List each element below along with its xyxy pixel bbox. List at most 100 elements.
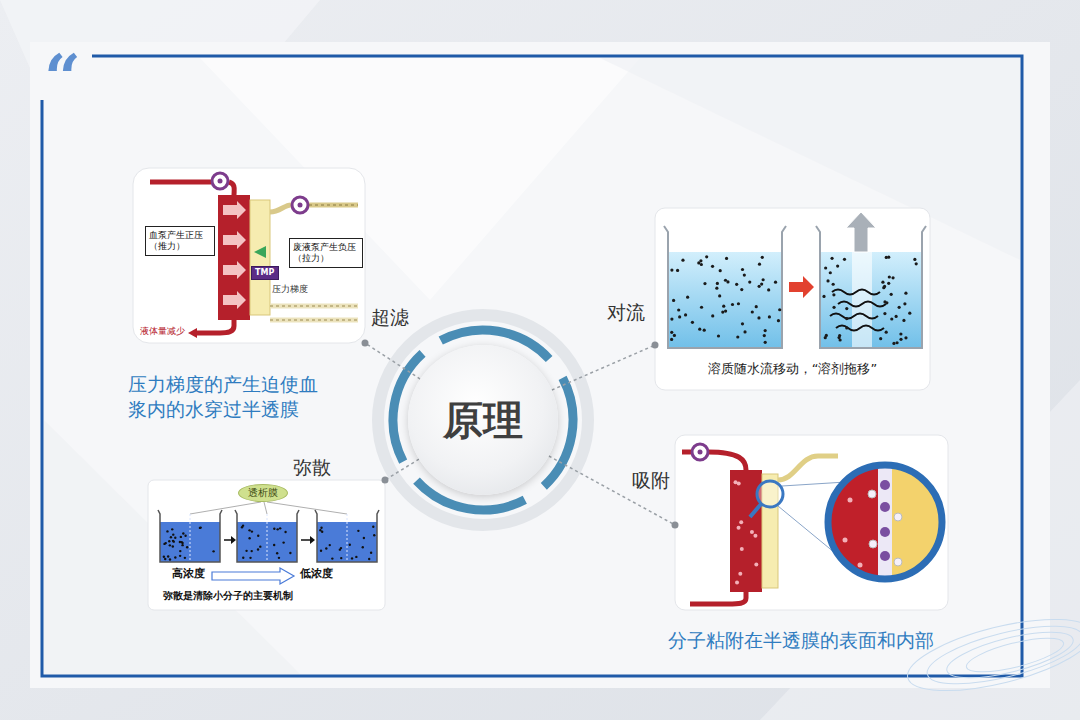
drag-wave <box>838 302 886 307</box>
solute-dot <box>883 285 886 288</box>
solute-dot <box>761 256 764 259</box>
solute-dot <box>913 258 916 261</box>
membrane <box>347 514 348 562</box>
solute-dot <box>888 275 891 278</box>
solute-dot <box>166 530 168 532</box>
adsorbed-molecule <box>880 480 890 490</box>
solute-dot <box>325 547 327 549</box>
pump-hub <box>298 203 303 208</box>
solute-dot <box>883 312 886 315</box>
beaker <box>664 226 786 348</box>
solute-dot <box>737 526 741 530</box>
solute-dot <box>321 531 323 533</box>
solute-dot <box>673 334 676 337</box>
solute-dot <box>248 529 250 531</box>
solute-dot <box>164 558 166 560</box>
effluent-pump <box>292 197 308 213</box>
solute-dot <box>368 558 370 560</box>
solute-dot <box>276 528 278 530</box>
molecule <box>868 490 876 498</box>
solute-dot <box>372 526 374 528</box>
solute-dot <box>242 557 244 559</box>
solute-dot <box>672 299 675 302</box>
membrane-section <box>878 462 892 584</box>
solute-dot <box>722 305 725 308</box>
solute-dot <box>718 294 721 297</box>
solute-dot <box>845 317 848 320</box>
solute-dot <box>764 341 767 344</box>
image-panel <box>148 480 385 610</box>
solute-dot <box>349 544 351 546</box>
solute-dot <box>174 556 176 558</box>
blood-tube <box>150 180 211 185</box>
solute-dot <box>331 557 333 559</box>
image-panel: 对流溶质随水流移动，“溶剂拖移” <box>655 208 930 390</box>
adsorbed-molecule <box>880 502 890 512</box>
solute-dot <box>705 255 708 258</box>
solute-dot <box>670 269 673 272</box>
adsorption-illustration <box>675 435 948 610</box>
solute-dot <box>172 533 174 535</box>
ring-arcs <box>361 298 604 541</box>
note: 弥散是清除小分子的主要机制 <box>163 590 293 602</box>
adsorbed-molecule <box>880 527 890 537</box>
part-label: 压力梯度 <box>272 284 308 295</box>
solute-dot <box>199 526 201 528</box>
solute-dot <box>908 312 911 315</box>
beaker <box>816 226 926 348</box>
blood-outlet <box>197 320 234 333</box>
branch-caption: 压力梯度的产生迫使血 浆内的水穿过半透膜 <box>128 372 328 421</box>
step-arrowhead <box>310 536 315 544</box>
leader-dot <box>362 340 369 347</box>
effluent-flow <box>309 205 358 206</box>
pointer-line <box>190 502 347 514</box>
beaker-water <box>820 252 922 347</box>
solute-dot <box>755 305 758 308</box>
node-label: 血泵产生正压 （推力） <box>149 230 211 252</box>
solute-dot <box>832 283 835 286</box>
solute-dot <box>740 547 744 551</box>
zoom-view <box>825 462 947 584</box>
solute-dot <box>741 268 744 271</box>
blood-tube <box>229 182 234 195</box>
beaker <box>315 510 379 562</box>
convection-illustration <box>655 208 930 390</box>
solute-dot <box>741 322 744 325</box>
leader-dot <box>382 477 389 484</box>
branch-caption: 分子粘附在半透膜的表面和内部 <box>668 628 958 653</box>
diffusion-illustration <box>148 480 385 610</box>
solute-dot <box>241 526 243 528</box>
solute-dot <box>700 263 703 266</box>
solute-dot <box>172 540 174 542</box>
beaker-water <box>668 252 782 347</box>
solute-dot <box>757 316 760 319</box>
solute-dot <box>174 536 176 538</box>
blood-cell <box>843 538 848 543</box>
solute-dot <box>753 534 757 538</box>
solute-dot <box>181 542 183 544</box>
outer-ring <box>378 315 588 525</box>
solute-dot <box>832 293 835 296</box>
swirl-line <box>901 605 1080 705</box>
solute-dot <box>843 258 846 261</box>
branch-heading: 吸附 <box>632 468 670 493</box>
solute-dot <box>899 338 902 341</box>
solute-dot <box>824 266 827 269</box>
part-label: 液体量减少 <box>140 326 185 337</box>
solute-dot <box>777 319 780 322</box>
blood-outlet <box>690 592 746 604</box>
solute-dot <box>721 310 724 313</box>
leader-line <box>385 459 419 480</box>
dialyzer-blood-side <box>218 195 250 320</box>
solute-dot <box>735 581 739 585</box>
solute-dot <box>731 303 734 306</box>
pump-hub <box>698 450 703 455</box>
solute-dot <box>881 281 884 284</box>
effluent-tube <box>270 205 291 212</box>
leader-dot <box>672 521 679 528</box>
up-arrow <box>846 212 876 252</box>
solute-dot <box>830 257 833 260</box>
solute-dot <box>169 558 171 560</box>
solute-dot <box>737 481 741 485</box>
